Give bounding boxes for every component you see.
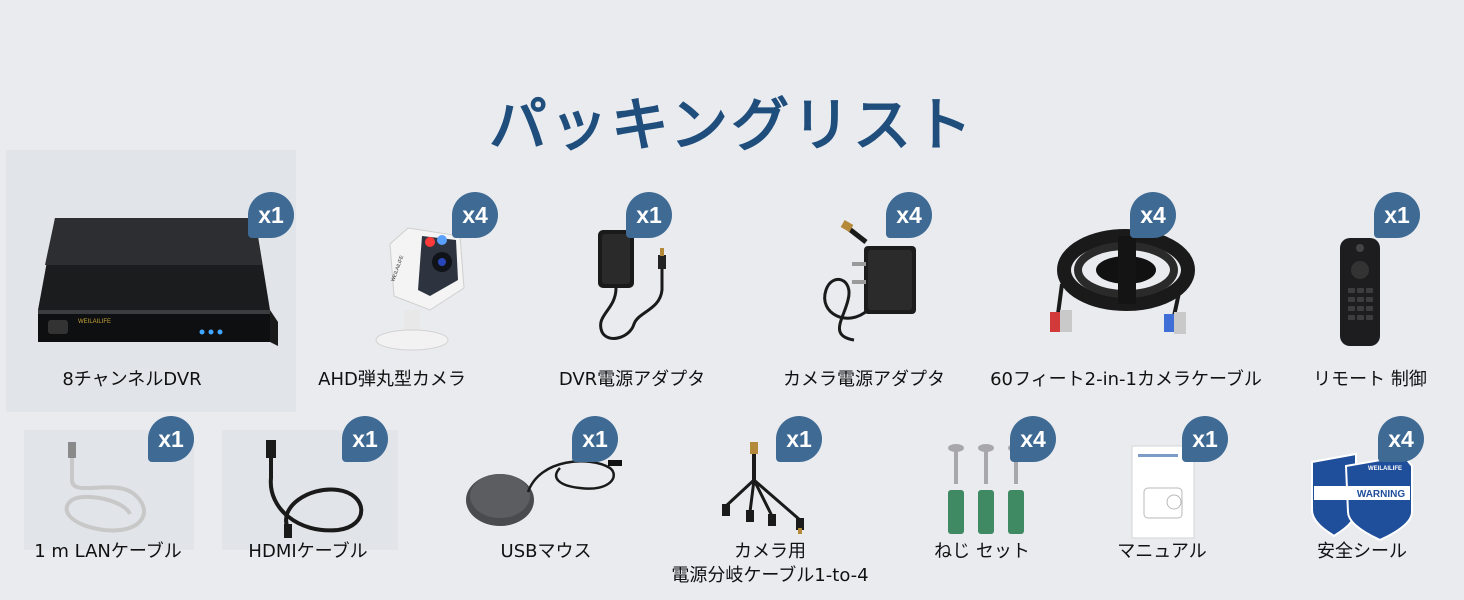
item-label: HDMIケーブル (248, 541, 368, 562)
usb-mouse-icon (466, 460, 622, 526)
item-label: ねじ セット (934, 541, 1030, 562)
item-label: 安全シール (1317, 541, 1407, 562)
lan-cable-icon (64, 442, 146, 533)
sticker-brand: WEILAILIFE (1368, 466, 1402, 472)
item-label: 1 m LANケーブル (34, 541, 182, 562)
item-label: 8チャンネルDVR (62, 369, 202, 390)
screw-set-icon (948, 444, 1024, 534)
qty-badge: x1 (776, 416, 822, 462)
qty-badge: x4 (1378, 416, 1424, 462)
qty-badge: x4 (886, 192, 932, 238)
security-sticker-icon: WARNING WEILAILIFE (1311, 452, 1413, 542)
page-title: パッキングリスト (488, 91, 976, 159)
qty-badge: x4 (1130, 192, 1176, 238)
item-label: AHD弾丸型カメラ (318, 369, 466, 390)
dvr-icon: WEILAILIFE (38, 218, 278, 346)
item-label: DVR電源アダプタ (558, 369, 706, 390)
item-label: カメラ用 電源分岐ケーブル1-to-4 (671, 541, 869, 586)
qty-badge: x1 (626, 192, 672, 238)
qty-badge: x1 (342, 416, 388, 462)
dvr-logo: WEILAILIFE (78, 319, 111, 325)
coil-cable-icon (1050, 229, 1195, 334)
remote-control-icon (1340, 238, 1380, 346)
bullet-camera-icon: WEILAILIFE (375, 227, 465, 351)
camera-power-adapter-icon (823, 220, 916, 342)
item-label: 60フィート2-in-1カメラケーブル (990, 369, 1262, 390)
hdmi-cable-icon (266, 440, 364, 538)
item-label: カメラ電源アダプタ (783, 369, 945, 390)
item-label: マニュアル (1117, 541, 1207, 562)
qty-badge: x1 (1182, 416, 1228, 462)
sticker-warning: WARNING (1357, 489, 1406, 500)
item-label: USBマウス (500, 541, 592, 562)
qty-badge: x4 (452, 192, 498, 238)
qty-badge: x4 (1010, 416, 1056, 462)
power-adapter-icon (598, 230, 666, 340)
qty-badge: x1 (572, 416, 618, 462)
qty-badge: x1 (1374, 192, 1420, 238)
item-label: リモート 制御 (1313, 369, 1427, 390)
qty-badge: x1 (248, 192, 294, 238)
splitter-cable-icon (722, 442, 804, 534)
qty-badge: x1 (148, 416, 194, 462)
